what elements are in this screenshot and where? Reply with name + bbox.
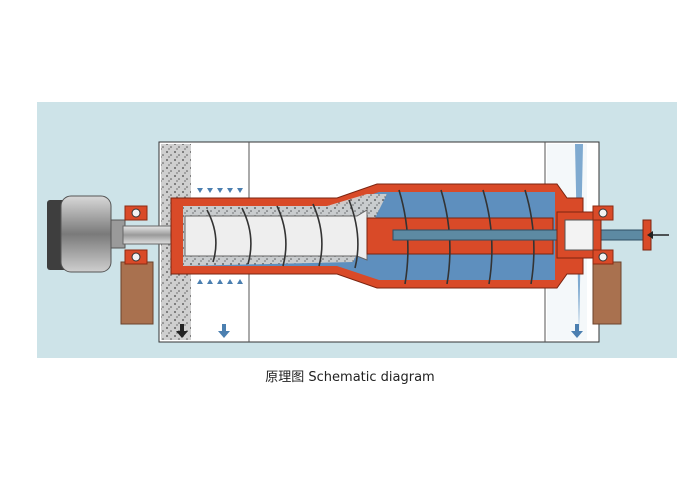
solids-discharge-arrow-icon [176, 324, 188, 338]
scroll-conveyor-icon [206, 189, 535, 285]
right-bearing-pedestal [592, 261, 622, 325]
bearing-icon [124, 205, 148, 265]
feed-pipe-icon [392, 229, 648, 241]
left-bearing-pedestal [120, 261, 154, 325]
flow-chevrons [197, 188, 243, 284]
liquid-discharge-arrow-icon [218, 324, 230, 338]
centrifuge-schematic [37, 102, 677, 358]
liquid-discharge-arrow-icon [571, 324, 583, 338]
diagram-caption: 原理图 Schematic diagram [265, 370, 435, 385]
feed-inlet-arrow-icon [647, 231, 669, 239]
drive-pulley-icon [47, 195, 126, 273]
scroll-hub [184, 209, 368, 261]
bearing-icon [592, 205, 614, 265]
